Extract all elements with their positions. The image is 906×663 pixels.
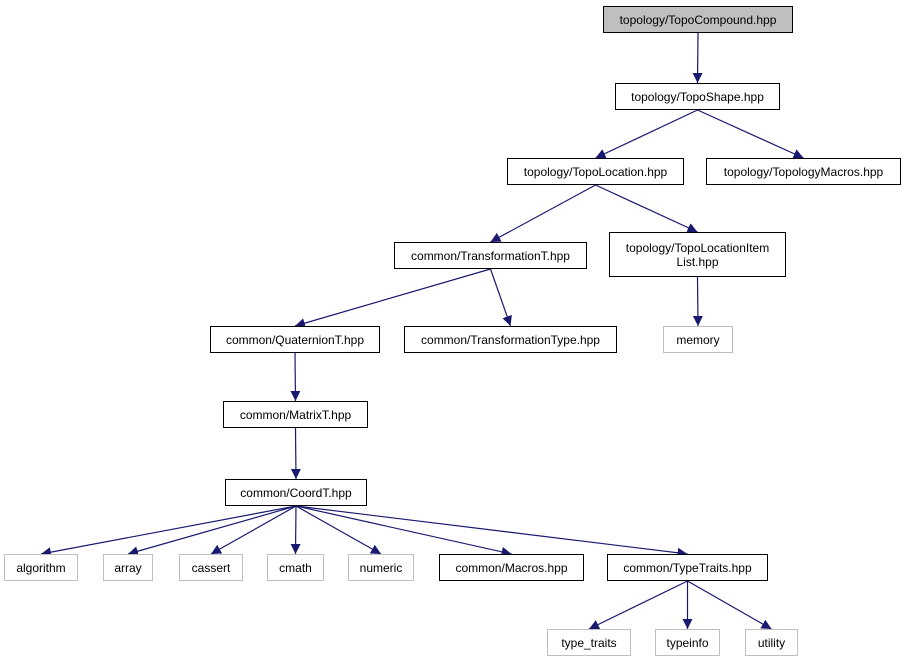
node-algorithm: algorithm xyxy=(4,554,78,581)
node-matrix-t[interactable]: common/MatrixT.hpp xyxy=(223,401,368,428)
node-label: memory xyxy=(676,332,720,347)
node-transformation-t[interactable]: common/TransformationT.hpp xyxy=(394,242,587,269)
node-array: array xyxy=(103,554,153,581)
node-label: common/MatrixT.hpp xyxy=(239,407,352,422)
node-typeinfo: typeinfo xyxy=(655,629,720,656)
node-label: utility xyxy=(757,635,786,650)
node-label: common/TransformationType.hpp xyxy=(421,332,600,347)
node-label: common/Macros.hpp xyxy=(455,560,568,575)
node-label: array xyxy=(114,560,142,575)
node-type-traits: type_traits xyxy=(547,629,631,656)
node-label: common/CoordT.hpp xyxy=(240,485,352,500)
node-quaternion-t[interactable]: common/QuaternionT.hpp xyxy=(210,326,380,353)
node-cmath: cmath xyxy=(267,554,324,581)
node-topology-macros[interactable]: topology/TopologyMacros.hpp xyxy=(706,158,901,185)
edge-topo_shape-to-topo_location xyxy=(595,109,698,159)
node-label: topology/TopologyMacros.hpp xyxy=(723,164,884,179)
edge-coord_t-to-cmath xyxy=(290,505,301,555)
node-label: common/QuaternionT.hpp xyxy=(225,332,365,347)
node-label: common/TransformationT.hpp xyxy=(411,248,570,263)
edge-coord_t-to-type_traits_hpp xyxy=(295,505,688,558)
node-topo-compound: topology/TopoCompound.hpp xyxy=(603,6,793,33)
node-label: cassert xyxy=(191,560,231,575)
edge-matrix_t-to-coord_t xyxy=(290,427,301,480)
node-topo-location[interactable]: topology/TopoLocation.hpp xyxy=(507,158,684,185)
node-label: algorithm xyxy=(16,560,66,575)
node-label: common/TypeTraits.hpp xyxy=(623,560,752,575)
edge-type_traits_hpp-to-utility xyxy=(687,580,772,630)
node-label: topology/TopoShape.hpp xyxy=(631,89,764,104)
edge-topo_shape-to-topology_macros xyxy=(697,109,804,159)
edge-coord_t-to-array xyxy=(127,505,297,557)
node-label: typeinfo xyxy=(666,635,709,650)
node-label: topology/TopoCompound.hpp xyxy=(619,12,777,27)
node-cassert: cassert xyxy=(179,554,243,581)
node-transformation-type[interactable]: common/TransformationType.hpp xyxy=(404,326,617,353)
node-label: List.hpp xyxy=(676,254,719,269)
node-label: topology/TopoLocation.hpp xyxy=(523,164,668,179)
node-topo-shape[interactable]: topology/TopoShape.hpp xyxy=(615,83,780,110)
edge-coord_t-to-macros xyxy=(295,505,512,557)
node-type-traits-hpp[interactable]: common/TypeTraits.hpp xyxy=(607,554,768,581)
node-label: topology/TopoLocationItem xyxy=(625,240,770,255)
edge-topo_compound-to-topo_shape xyxy=(692,32,703,84)
edge-coord_t-to-numeric xyxy=(295,505,382,555)
edge-topo_location-to-transformation_t xyxy=(490,184,596,243)
edge-transformation_t-to-transformation_type xyxy=(489,268,512,327)
node-memory: memory xyxy=(663,326,733,353)
edge-coord_t-to-algorithm xyxy=(40,505,297,558)
node-numeric: numeric xyxy=(348,554,414,581)
edge-topo_location_item_list-to-memory xyxy=(692,276,703,327)
node-label: numeric xyxy=(359,560,403,575)
node-utility: utility xyxy=(745,629,798,656)
edge-transformation_t-to-quaternion_t xyxy=(294,268,491,329)
node-coord-t[interactable]: common/CoordT.hpp xyxy=(225,479,367,506)
edge-coord_t-to-cassert xyxy=(210,505,297,555)
edge-type_traits_hpp-to-type_traits xyxy=(588,580,688,630)
edge-topo_location-to-topo_location_item_list xyxy=(595,184,698,233)
edge-quaternion_t-to-matrix_t xyxy=(290,352,301,402)
node-label: type_traits xyxy=(561,635,617,650)
node-label: cmath xyxy=(279,560,312,575)
node-macros[interactable]: common/Macros.hpp xyxy=(439,554,584,581)
